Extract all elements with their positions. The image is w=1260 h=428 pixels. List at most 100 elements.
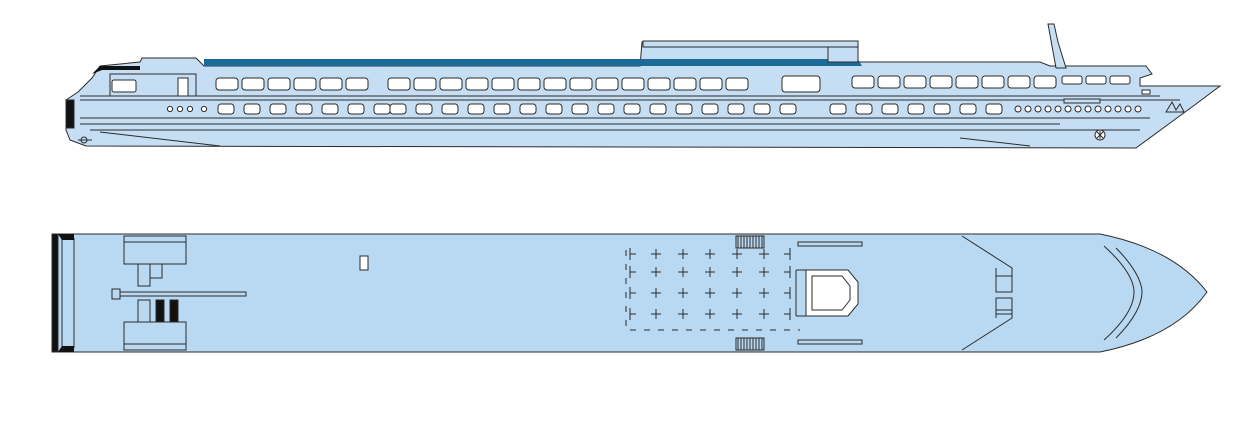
lounger	[678, 249, 688, 259]
hull	[65, 41, 1222, 149]
lower-deck-window	[389, 103, 407, 115]
lounger	[705, 249, 715, 259]
upper-deck-window	[543, 77, 567, 91]
lower-deck-window	[597, 103, 615, 115]
vent-box-3	[137, 299, 151, 323]
porthole	[1064, 105, 1072, 113]
upper-deck-window	[215, 77, 239, 91]
lower-deck-window	[415, 103, 433, 115]
gangway-grilles	[735, 235, 765, 351]
lower-deck-window	[321, 103, 339, 115]
porthole	[166, 105, 174, 113]
porthole	[1054, 105, 1062, 113]
hull-bottom-line-2	[959, 137, 1031, 147]
lower-deck-window	[623, 103, 641, 115]
upper-deck-window	[241, 77, 265, 91]
mast	[1047, 23, 1067, 69]
lower-deck-window	[881, 103, 899, 115]
lounger	[784, 308, 791, 320]
lower-deck-window	[855, 103, 873, 115]
sun-deck-canopy	[642, 40, 859, 48]
lounger	[629, 308, 636, 320]
lounger	[678, 267, 688, 277]
lower-deck-window	[753, 103, 771, 115]
upper-deck-window	[387, 77, 411, 91]
porthole	[1074, 105, 1082, 113]
lower-deck-window	[649, 103, 667, 115]
porthole	[1094, 105, 1102, 113]
lounger	[732, 267, 742, 277]
stern-corner-bottom	[58, 346, 74, 352]
stair-housing-starboard	[123, 321, 187, 351]
wheelhouse-top	[827, 46, 859, 63]
lower-deck-window	[933, 103, 951, 115]
crane-boom	[111, 291, 247, 297]
lower-deck-window	[907, 103, 925, 115]
lounger	[629, 266, 636, 278]
stern-corner-top	[58, 234, 74, 240]
porthole	[186, 105, 194, 113]
porthole	[200, 105, 208, 113]
upper-deck-window	[439, 77, 463, 91]
upper-deck-window	[413, 77, 437, 91]
stern-fender	[65, 99, 75, 129]
bridge-window	[1085, 75, 1107, 85]
porthole	[1104, 105, 1112, 113]
lounger	[705, 309, 715, 319]
upper-deck-window	[621, 77, 645, 91]
lower-deck-window	[295, 103, 313, 115]
lounger	[759, 309, 769, 319]
porthole	[1034, 105, 1042, 113]
bridge-window	[1109, 75, 1131, 85]
upper-deck-window	[725, 77, 749, 91]
lounger	[759, 288, 769, 298]
lower-deck-window	[347, 103, 365, 115]
lower-deck-window	[269, 103, 287, 115]
porthole	[1044, 105, 1052, 113]
bridge-window	[1061, 75, 1083, 85]
vent-box	[137, 263, 151, 287]
roof-stripe	[204, 59, 640, 66]
porthole	[1084, 105, 1092, 113]
roof-stripe-forward	[640, 59, 862, 66]
porthole	[1014, 105, 1022, 113]
upper-deck-window	[981, 75, 1005, 89]
lower-deck-window	[493, 103, 511, 115]
lower-deck-window	[571, 103, 589, 115]
upper-deck-window	[517, 77, 541, 91]
lower-deck-window	[779, 103, 797, 115]
lounge-window	[781, 75, 821, 93]
lounger	[732, 309, 742, 319]
bow-hatch	[995, 275, 1013, 293]
funnel-starboard	[169, 299, 179, 323]
bow-hatch-2	[995, 297, 1013, 315]
upper-deck-window	[673, 77, 697, 91]
lower-deck-window	[985, 103, 1003, 115]
bridge-console-icon	[1165, 100, 1185, 113]
lounger	[784, 248, 791, 260]
upper-deck-window	[569, 77, 593, 91]
anchor-icon-mark	[1096, 131, 1104, 139]
upper-deck-window	[293, 77, 317, 91]
lower-deck-window	[519, 103, 537, 115]
lounger-area-border	[625, 250, 800, 331]
lounger	[784, 287, 791, 299]
side-windows	[166, 75, 1142, 115]
lower-deck-window	[243, 103, 261, 115]
porthole	[1114, 105, 1122, 113]
porthole	[176, 105, 184, 113]
upper-deck-window	[955, 75, 979, 89]
upper-deck-window	[877, 75, 901, 89]
stern-band-outer	[51, 233, 59, 353]
stern-door	[177, 77, 189, 97]
deck-hatch	[359, 255, 369, 271]
lower-deck-window	[701, 103, 719, 115]
lounger	[678, 309, 688, 319]
vent-box-2	[149, 263, 163, 279]
lounger	[705, 288, 715, 298]
lounger	[759, 249, 769, 259]
bow-rail	[1063, 98, 1101, 104]
upper-deck-window	[319, 77, 343, 91]
wheelhouse-console	[811, 275, 851, 311]
